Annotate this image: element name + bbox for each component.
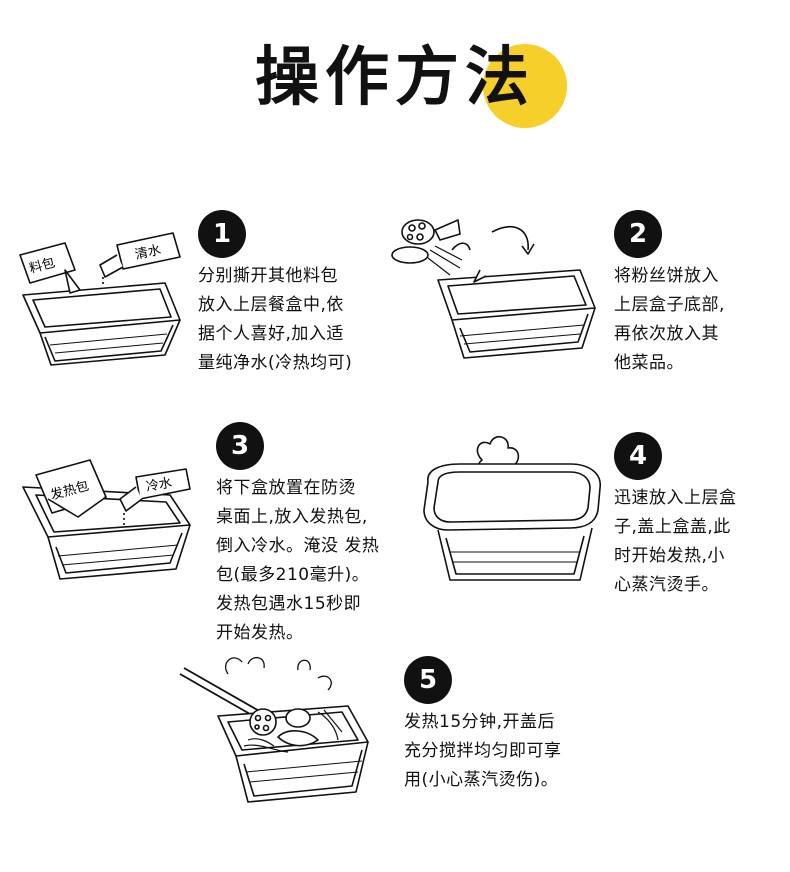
- step-3-line: 桌面上,放入发热包,: [216, 507, 368, 527]
- page-header: 操作方法: [0, 0, 790, 140]
- water-label: 清水: [134, 243, 163, 263]
- step-4-text: 迅速放入上层盒 子,盖上盒盖,此 时开始发热,小 心蒸汽烫手。: [614, 484, 737, 600]
- step-1-number: 1: [198, 210, 246, 258]
- cold-water-label: 冷水: [145, 476, 173, 495]
- page-title: 操作方法: [255, 41, 535, 115]
- step-5-line: 发热15分钟,开盖后: [404, 712, 556, 732]
- step-3-line: 包(最多210毫升)。: [216, 565, 370, 585]
- step-2-number: 2: [614, 210, 662, 258]
- step-2-line: 将粉丝饼放入: [614, 266, 719, 286]
- step-2-line: 再依次放入其: [614, 324, 719, 344]
- step-4-line: 子,盖上盒盖,此: [614, 517, 731, 537]
- step-1-illustration: 料包 清水: [15, 225, 190, 375]
- step-3-line: 开始发热。: [216, 623, 304, 643]
- step-1-line: 分别撕开其他料包: [198, 266, 338, 286]
- step-5-line: 用(小心蒸汽烫伤)。: [404, 770, 559, 790]
- step-5-illustration: [178, 652, 388, 817]
- step-2-illustration: [390, 210, 600, 375]
- title-accent-circle: [483, 44, 567, 128]
- step-3-line: 发热包遇水15秒即: [216, 594, 362, 614]
- step-4-line: 时开始发热,小: [614, 546, 725, 566]
- step-3-number: 3: [216, 422, 264, 470]
- packet-label: 料包: [28, 256, 57, 277]
- step-2-text: 将粉丝饼放入 上层盒子底部, 再依次放入其 他菜品。: [614, 262, 725, 378]
- step-2-line: 他菜品。: [614, 353, 684, 373]
- step-5-line: 充分搅拌均匀即可享: [404, 741, 562, 761]
- step-4-line: 心蒸汽烫手。: [614, 575, 719, 595]
- step-3-text: 将下盒放置在防烫 桌面上,放入发热包, 倒入冷水。淹没 发热 包(最多210毫升…: [216, 474, 379, 648]
- step-1-line: 据个人喜好,加入适: [198, 324, 344, 344]
- step-4-number: 4: [614, 432, 662, 480]
- step-3-line: 倒入冷水。淹没 发热: [216, 536, 380, 556]
- step-2-line: 上层盒子底部,: [614, 295, 725, 315]
- step-5-text: 发热15分钟,开盖后 充分搅拌均匀即可享 用(小心蒸汽烫伤)。: [404, 708, 562, 795]
- step-3-illustration: 发热包 冷水: [18, 455, 198, 585]
- step-4-line: 迅速放入上层盒: [614, 488, 737, 508]
- step-1-line: 放入上层餐盒中,依: [198, 295, 344, 315]
- step-1-line: 量纯净水(冷热均可): [198, 353, 353, 373]
- step-5-number: 5: [404, 656, 452, 704]
- step-1-text: 分别撕开其他料包 放入上层餐盒中,依 据个人喜好,加入适 量纯净水(冷热均可): [198, 262, 352, 378]
- step-4-illustration: [420, 430, 605, 595]
- step-3-line: 将下盒放置在防烫: [216, 478, 356, 498]
